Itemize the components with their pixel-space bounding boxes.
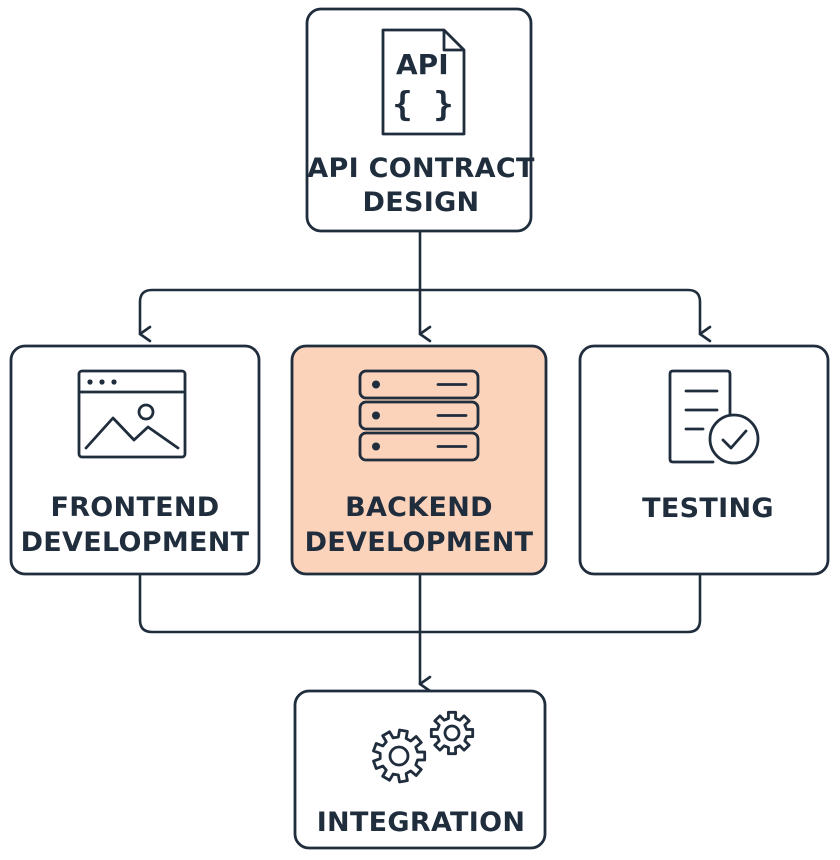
node-box	[305, 7, 533, 233]
node-frontend-development: FRONTEND DEVELOPMENT	[9, 344, 261, 576]
gear-hub	[443, 724, 461, 742]
node-label-line2: DESIGN	[363, 187, 480, 218]
connectors	[138, 230, 712, 693]
node-label-line2: DEVELOPMENT	[305, 527, 534, 558]
checklist-icon	[668, 369, 760, 465]
api-braces-text: { }	[392, 85, 453, 125]
node-label-line1: API CONTRACT	[307, 153, 535, 184]
node-box	[9, 344, 261, 576]
connector-api-to-testing	[418, 288, 712, 343]
large-gear-icon	[372, 728, 427, 784]
small-gear-icon	[429, 710, 475, 756]
gear-hub	[388, 745, 410, 767]
node-api-contract-design: API { } API CONTRACT DESIGN	[305, 7, 535, 233]
gear-outline	[429, 710, 475, 756]
connector-frontend-to-merge	[138, 574, 422, 634]
node-backend-development: BACKEND DEVELOPMENT	[290, 344, 548, 576]
node-box	[578, 344, 830, 576]
gears-icon	[372, 710, 475, 784]
node-integration: INTEGRATION	[293, 689, 547, 850]
connector-testing-to-merge	[418, 574, 702, 634]
gear-outline	[372, 728, 427, 784]
node-label-line2: DEVELOPMENT	[21, 527, 250, 558]
api-document-icon	[381, 28, 466, 136]
node-label-line1: FRONTEND	[50, 492, 219, 523]
node-label-line1: TESTING	[642, 493, 774, 524]
server-stack-icon	[358, 369, 480, 462]
browser-image-icon	[77, 369, 187, 459]
node-testing: TESTING	[578, 344, 830, 576]
connector-api-to-frontend	[138, 288, 422, 343]
api-badge-text: API	[396, 48, 449, 81]
node-label-line1: INTEGRATION	[317, 807, 526, 838]
node-label-line1: BACKEND	[345, 492, 493, 523]
